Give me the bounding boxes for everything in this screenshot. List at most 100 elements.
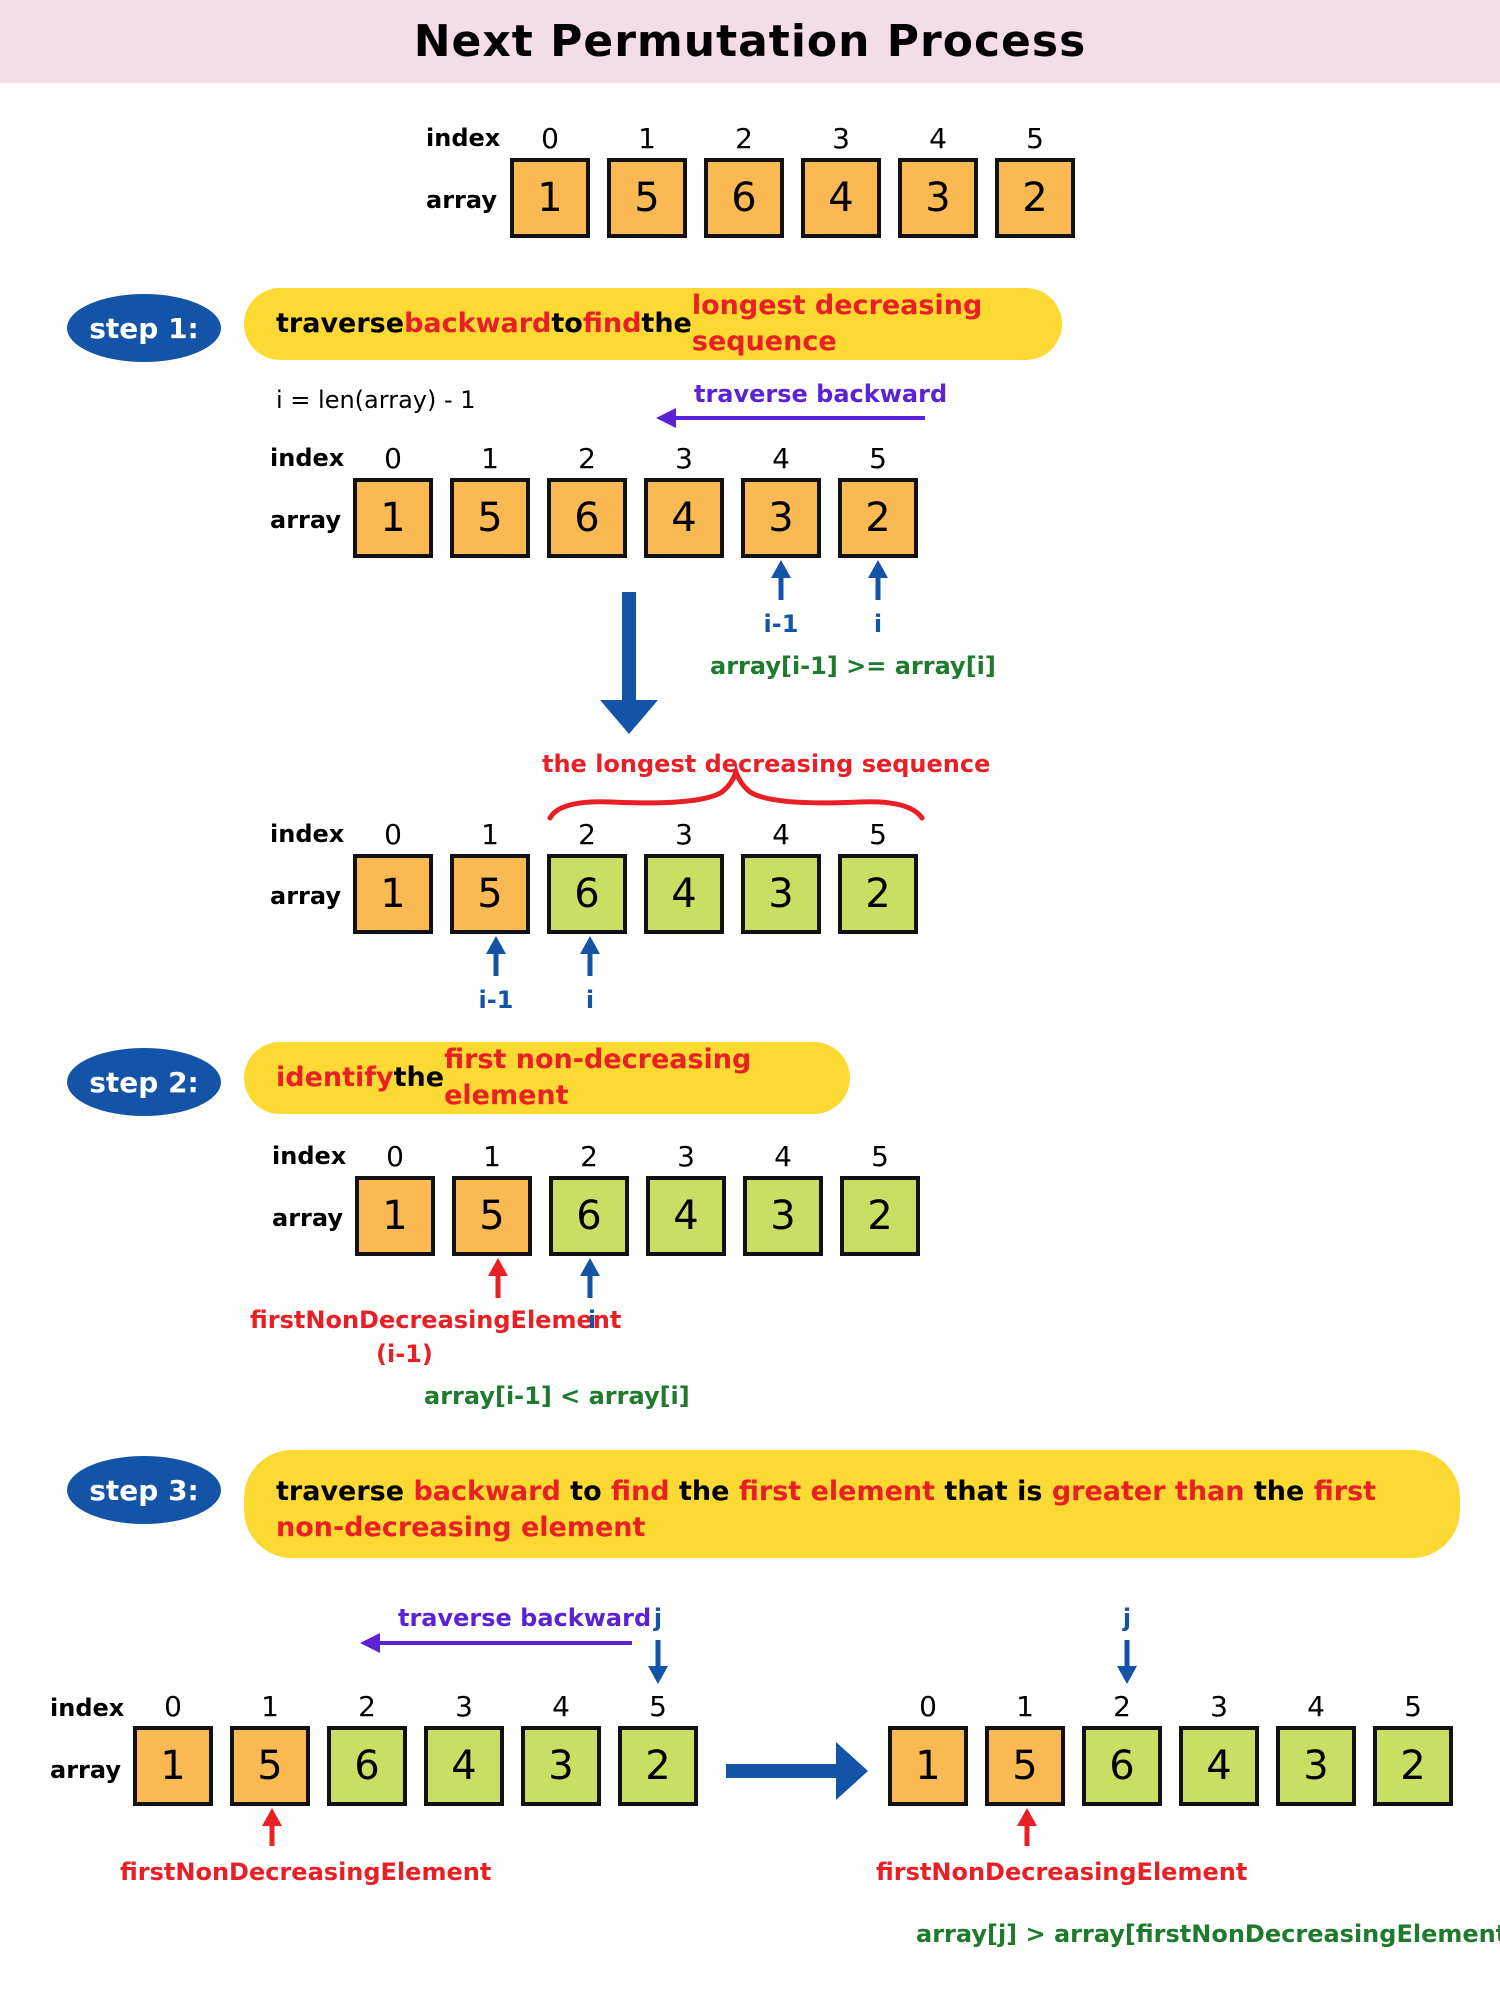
array-cell-1: 5 [450, 854, 530, 934]
step2-ptr-i: i [587, 1306, 597, 1334]
array-cell-0: 1 [355, 1176, 435, 1256]
index-0: 0 [384, 442, 402, 475]
array-cell-5: 2 [838, 854, 918, 934]
step1-init: i = len(array) - 1 [276, 386, 476, 414]
step2-instruction: identify the first non-decreasing elemen… [244, 1042, 850, 1114]
up-arrow-icon-red [488, 1258, 508, 1298]
array-label: array [270, 506, 341, 534]
index-5: 5 [869, 818, 887, 851]
array-cell-1: 5 [607, 158, 687, 238]
step3-text-part: to [560, 1476, 612, 1507]
step1-brace-label: the longest decreasing sequence [542, 750, 991, 778]
step1-ptr-i: i [873, 610, 883, 638]
step1b-ptr-i: i [585, 986, 595, 1014]
index-1: 1 [481, 442, 499, 475]
array-cell-4: 3 [741, 478, 821, 558]
index-label: index [270, 820, 345, 848]
array-cell-0: 1 [353, 854, 433, 934]
index-4: 4 [774, 1140, 792, 1173]
index-1: 1 [261, 1690, 279, 1723]
page-title: Next Permutation Process [413, 16, 1087, 67]
array-cell-4: 3 [743, 1176, 823, 1256]
step2-text-part: the [393, 1061, 445, 1093]
array-cell-5: 2 [838, 478, 918, 558]
step3-text-part: that is [935, 1476, 1052, 1507]
up-arrow-icon [486, 936, 506, 976]
step3-badge: step 3: [67, 1456, 221, 1524]
step3-text-part: find [611, 1476, 670, 1507]
array-cell-1: 5 [452, 1176, 532, 1256]
up-arrow-icon [580, 936, 600, 976]
index-0: 0 [919, 1690, 937, 1723]
array-cell-2: 6 [327, 1726, 407, 1806]
up-arrow-icon [868, 560, 888, 600]
up-arrow-icon-red [262, 1808, 282, 1846]
up-arrow-icon [771, 560, 791, 600]
array-cell-5: 2 [618, 1726, 698, 1806]
array-label: array [426, 186, 497, 214]
array-cell-0: 1 [353, 478, 433, 558]
step2-ptr-fnde-sub: (i-1) [376, 1340, 433, 1368]
step1-text-part: the [641, 307, 692, 339]
down-arrow-icon [1117, 1640, 1137, 1684]
array-cell-3: 4 [801, 158, 881, 238]
index-4: 4 [772, 442, 790, 475]
index-5: 5 [1026, 122, 1044, 155]
index-label: index [272, 1142, 347, 1170]
step1-condition: array[i-1] >= array[i] [710, 652, 996, 680]
step2-text-part: first non-decreasing element [444, 1043, 752, 1111]
index-2: 2 [578, 442, 596, 475]
step3-ptr-fnde-right: firstNonDecreasingElement [876, 1858, 1248, 1886]
step1-text-part: find [582, 307, 642, 339]
step3-text-part: first element [738, 1476, 936, 1507]
index-3: 3 [455, 1690, 473, 1723]
index-0: 0 [384, 818, 402, 851]
array-cell-5: 2 [995, 158, 1075, 238]
array-cell-1: 5 [230, 1726, 310, 1806]
index-3: 3 [675, 818, 693, 851]
step2-condition: array[i-1] < array[i] [424, 1382, 690, 1410]
step1-text-part: to [551, 307, 583, 339]
big-down-arrow-icon [600, 592, 658, 734]
array-cell-5: 2 [1373, 1726, 1453, 1806]
index-1: 1 [483, 1140, 501, 1173]
step2-text-part: identify [276, 1061, 394, 1093]
up-arrow-icon-red [1017, 1808, 1037, 1846]
step1b-ptr-i-minus-1: i-1 [478, 986, 514, 1014]
index-3: 3 [675, 442, 693, 475]
array-cell-1: 5 [450, 478, 530, 558]
step3-ptr-j-right: j [1122, 1604, 1132, 1632]
step3-text-part: traverse [276, 1476, 414, 1507]
step1-text-part: traverse [276, 307, 405, 339]
curly-brace-icon [547, 764, 925, 821]
step3-ptr-fnde-left: firstNonDecreasingElement [120, 1858, 492, 1886]
step3-text-part: greater than [1051, 1476, 1245, 1507]
array-cell-4: 3 [898, 158, 978, 238]
step3-text-part: the [669, 1476, 739, 1507]
index-2: 2 [1113, 1690, 1131, 1723]
index-5: 5 [869, 442, 887, 475]
index-4: 4 [552, 1690, 570, 1723]
traverse-backward-arrow [360, 1633, 632, 1653]
index-4: 4 [1307, 1690, 1325, 1723]
index-2: 2 [735, 122, 753, 155]
index-0: 0 [541, 122, 559, 155]
index-1: 1 [481, 818, 499, 851]
index-label: index [270, 444, 345, 472]
array-cell-3: 4 [1179, 1726, 1259, 1806]
array-cell-3: 4 [644, 478, 724, 558]
array-cell-3: 4 [644, 854, 724, 934]
index-5: 5 [871, 1140, 889, 1173]
index-4: 4 [772, 818, 790, 851]
step3-traverse-label: traverse backward [398, 1604, 652, 1632]
array-label: array [50, 1756, 121, 1784]
array-label: array [272, 1204, 343, 1232]
index-2: 2 [578, 818, 596, 851]
index-1: 1 [1016, 1690, 1034, 1723]
array-cell-2: 6 [547, 854, 627, 934]
array-cell-5: 2 [840, 1176, 920, 1256]
index-3: 3 [1210, 1690, 1228, 1723]
index-0: 0 [164, 1690, 182, 1723]
step1-instruction: traverse backward to find the longest de… [244, 288, 1062, 360]
